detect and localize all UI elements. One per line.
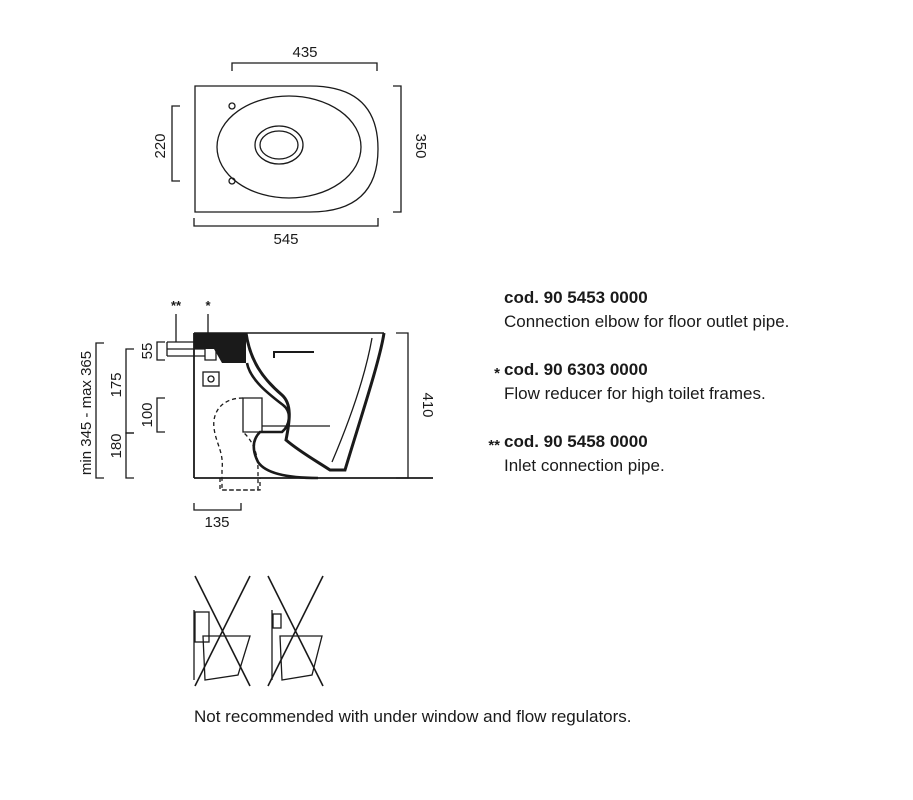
- dim-line-350: [393, 85, 402, 213]
- dim-label-55: 55: [139, 343, 156, 360]
- cross-mark-icon-2: [267, 575, 324, 687]
- legend-code: cod. 90 5458 0000: [504, 432, 648, 451]
- dim-label-545: 545: [273, 231, 298, 248]
- cross-mark-icon: [194, 575, 251, 687]
- bowl-opening: [254, 125, 304, 165]
- dim-line-435: [231, 62, 378, 71]
- inlet-block: [194, 333, 246, 363]
- flow-regulator-icon: [272, 613, 282, 629]
- bowl-shell: [244, 332, 386, 472]
- dim-label-220: 220: [152, 133, 169, 158]
- warning-icon-flow-regulator: [267, 575, 324, 687]
- legend-description: Flow reducer for high toilet frames.: [504, 384, 766, 403]
- dim-line-220: [171, 105, 180, 182]
- mini-toilet-icon: [202, 635, 251, 681]
- toilet-outline-top: [194, 85, 379, 213]
- legend-marker: **: [488, 437, 500, 454]
- legend-code: cod. 90 5453 0000: [504, 288, 648, 307]
- inlet-pipe: [166, 341, 205, 357]
- legend-marker: *: [494, 365, 500, 382]
- floor-pipe-dashed: [219, 478, 261, 491]
- footnote-text: Not recommended with under window and fl…: [194, 707, 632, 726]
- fixing-hole-bottom: [228, 177, 236, 185]
- dim-line-min-max: [95, 342, 104, 479]
- dim-label-350: 350: [412, 133, 429, 158]
- legend-description: Inlet connection pipe.: [504, 456, 665, 475]
- dim-line-175: [125, 348, 134, 434]
- window-frame-icon: [194, 611, 210, 643]
- dim-line-180: [125, 432, 134, 479]
- bowl-outer: [216, 95, 362, 199]
- dim-label-135: 135: [204, 514, 229, 531]
- marker-double-star: **: [171, 298, 182, 313]
- outlet-pipe: [242, 397, 263, 433]
- fixing-socket: [202, 371, 220, 387]
- dim-label-175: 175: [108, 372, 125, 397]
- dim-label-100: 100: [139, 402, 156, 427]
- legend-code: cod. 90 6303 0000: [504, 360, 648, 379]
- marker-single-star: *: [205, 298, 211, 313]
- dim-line-135: [193, 503, 242, 511]
- dim-line-100: [156, 397, 165, 433]
- legend-item-flow-reducer: * cod. 90 6303 0000 Flow reducer for hig…: [494, 358, 766, 406]
- dim-line-545: [193, 218, 379, 227]
- bowl-shell-front: [331, 337, 373, 463]
- dim-label-180: 180: [108, 433, 125, 458]
- legend-item-inlet-pipe: ** cod. 90 5458 0000 Inlet connection pi…: [488, 430, 665, 478]
- dim-line-55: [156, 341, 165, 361]
- dim-label-435: 435: [292, 44, 317, 61]
- dim-label-410: 410: [419, 392, 436, 417]
- legend-item-elbow: cod. 90 5453 0000 Connection elbow for f…: [504, 286, 789, 334]
- warning-icon-under-window: [193, 575, 251, 687]
- legend-description: Connection elbow for floor outlet pipe.: [504, 312, 790, 331]
- dim-label-min-max: min 345 - max 365: [78, 351, 95, 475]
- fixing-hole-top: [228, 102, 236, 110]
- top-view: [171, 62, 402, 227]
- flush-channel: [273, 351, 314, 358]
- fixing-socket-hole: [207, 375, 215, 383]
- elbow-dashed: [213, 397, 259, 491]
- mini-toilet-icon-2: [279, 635, 323, 681]
- dim-line-410: [396, 332, 409, 479]
- side-view: [95, 314, 433, 511]
- bowl-opening-inner: [259, 130, 299, 160]
- inlet-elbow: [204, 339, 217, 361]
